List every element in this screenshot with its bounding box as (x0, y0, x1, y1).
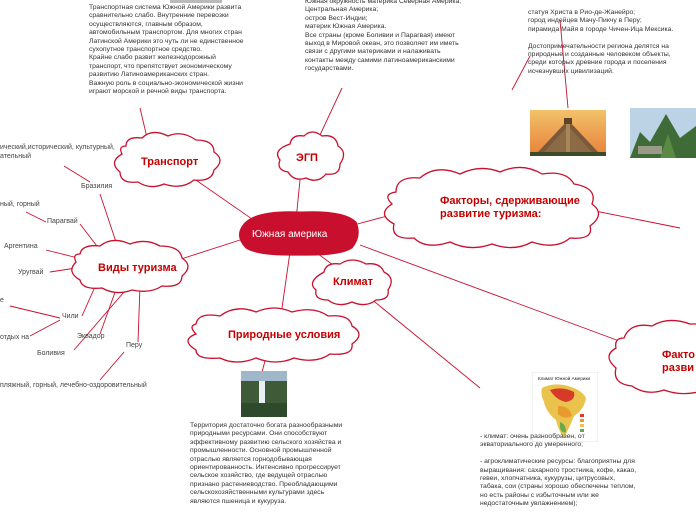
link-argentina (45, 249, 79, 259)
tourism-types-chile: е (0, 297, 4, 304)
cloud-tourism-shape (71, 239, 189, 294)
attractions-description: статуя Христа в Рио-де-Жанейро; город ин… (528, 9, 674, 75)
cloud-transport-shape (113, 131, 221, 188)
tourism-types-paraguay: ный, горный (0, 201, 40, 208)
topic-climate[interactable]: Климат (333, 276, 373, 288)
country-argentina[interactable]: Аргентина (4, 243, 38, 250)
topic-factors-limiting[interactable]: Факторы, сдерживающие развитие туризма: (440, 195, 580, 220)
topic-transport[interactable]: Транспорт (141, 156, 199, 168)
climate-map-title: Климат Южной Америки (538, 375, 590, 381)
link-peru (137, 285, 141, 343)
transport-description: Транспортная система Южной Америки разви… (89, 4, 244, 96)
cloud-climate-shape (311, 259, 392, 306)
link-peru-f6 (99, 351, 125, 381)
link-factors-right (359, 244, 623, 343)
link-tourism (177, 239, 241, 261)
topic-tourism[interactable]: Виды туризма (98, 262, 177, 274)
link-egp-text (319, 87, 343, 136)
tourism-types-peru: пляжный, горный, лечебно-оздоровительный (0, 382, 147, 389)
country-chile[interactable]: Чили (62, 313, 79, 320)
country-paraguay[interactable]: Парагвай (47, 218, 78, 225)
link-climate-text (369, 297, 481, 389)
cloud-egp-shape (276, 131, 345, 181)
link-paraguay-f3 (25, 211, 47, 223)
machu-picchu-picture (630, 108, 696, 158)
waterfall-picture (241, 371, 287, 417)
link-brazil (99, 193, 119, 249)
link-attractions (511, 55, 531, 91)
country-brazil[interactable]: Бразилия (81, 183, 113, 190)
climate-map-picture: Климат Южной Америки (532, 372, 598, 442)
link-brazil-f1 (63, 165, 91, 183)
link-chile-f4 (9, 305, 61, 319)
cloud-factors-shape (383, 166, 600, 249)
tourism-types-brazil-2: ательный (0, 153, 32, 160)
country-ecuador[interactable]: Эквадор (77, 333, 105, 340)
link-bolivia (73, 284, 131, 351)
topic-egp[interactable]: ЭГП (296, 152, 318, 164)
topic-factors-right[interactable]: Факто разви (662, 349, 695, 374)
mayan-pyramid-picture (530, 110, 606, 156)
topic-nature[interactable]: Природные условия (228, 329, 341, 341)
link-attractions-pics (559, 19, 569, 109)
nature-description: Территория достаточно богата разнообразн… (190, 422, 343, 505)
cloud-factors-right-shape (608, 319, 696, 395)
egp-description: Южная окружность материка Северная Амери… (305, 0, 462, 73)
tourism-types-brazil: ический,исторический, культурный, (0, 144, 115, 151)
country-peru[interactable]: Перу (126, 342, 143, 349)
top-image-edge (170, 0, 222, 3)
central-topic[interactable]: Южная америка (252, 229, 328, 240)
country-bolivia[interactable]: Боливия (37, 350, 65, 357)
cloud-nature-shape (187, 307, 360, 363)
tourism-types-chile-2: отдых на (0, 334, 30, 341)
country-uruguay[interactable]: Уругвай (18, 269, 44, 276)
central-node-shape (239, 211, 359, 256)
climate-description: - климат: очень разнообразен, от экватор… (480, 433, 637, 508)
link-factors-right-2 (589, 209, 681, 229)
link-chile-f5 (29, 319, 61, 337)
